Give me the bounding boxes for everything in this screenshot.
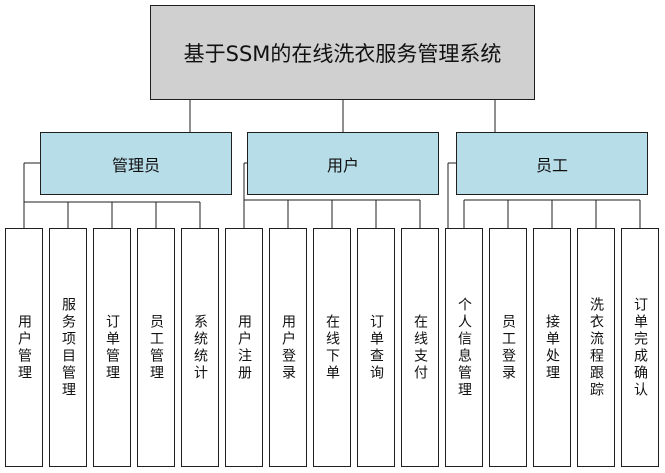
category-node-staff: 员工	[456, 132, 648, 195]
leaf-label: 用户登录	[280, 313, 296, 382]
leaf-node: 员工登录	[489, 228, 527, 467]
leaf-node: 员工管理	[137, 228, 175, 467]
root-node: 基于SSM的在线洗衣服务管理系统	[150, 5, 535, 100]
leaf-node: 洗衣流程跟踪	[577, 228, 615, 467]
category-node-admin: 管理员	[40, 132, 232, 195]
category-label: 用户	[326, 155, 359, 175]
category-node-user: 用户	[247, 132, 439, 195]
leaf-node: 用户登录	[269, 228, 307, 467]
leaf-label: 接单处理	[544, 313, 560, 382]
leaf-label: 用户注册	[236, 313, 252, 382]
leaf-label: 服务项目管理	[60, 296, 76, 399]
leaf-node: 订单查询	[357, 228, 395, 467]
root-node-label: 基于SSM的在线洗衣服务管理系统	[183, 41, 502, 66]
leaf-node: 在线下单	[313, 228, 351, 467]
leaf-label: 个人信息管理	[456, 296, 472, 399]
leaf-label: 在线支付	[412, 313, 428, 382]
leaf-label: 订单查询	[368, 313, 384, 382]
leaf-label: 用户管理	[16, 313, 32, 382]
category-label: 管理员	[111, 155, 160, 175]
leaf-node: 服务项目管理	[49, 228, 87, 467]
leaf-node: 用户注册	[225, 228, 263, 467]
leaf-label: 员工管理	[148, 313, 164, 382]
leaf-label: 洗衣流程跟踪	[588, 296, 604, 399]
leaf-node: 个人信息管理	[445, 228, 483, 467]
leaf-node: 在线支付	[401, 228, 439, 467]
leaf-label: 订单完成确认	[632, 296, 648, 399]
category-label: 员工	[535, 155, 568, 175]
leaf-node: 订单管理	[93, 228, 131, 467]
leaf-node: 系统统计	[181, 228, 219, 467]
leaf-label: 在线下单	[324, 313, 340, 382]
leaf-node: 接单处理	[533, 228, 571, 467]
leaf-label: 员工登录	[500, 313, 516, 382]
leaf-node: 订单完成确认	[621, 228, 659, 467]
leaf-node: 用户管理	[5, 228, 43, 467]
leaf-label: 系统统计	[192, 313, 208, 382]
leaf-label: 订单管理	[104, 313, 120, 382]
